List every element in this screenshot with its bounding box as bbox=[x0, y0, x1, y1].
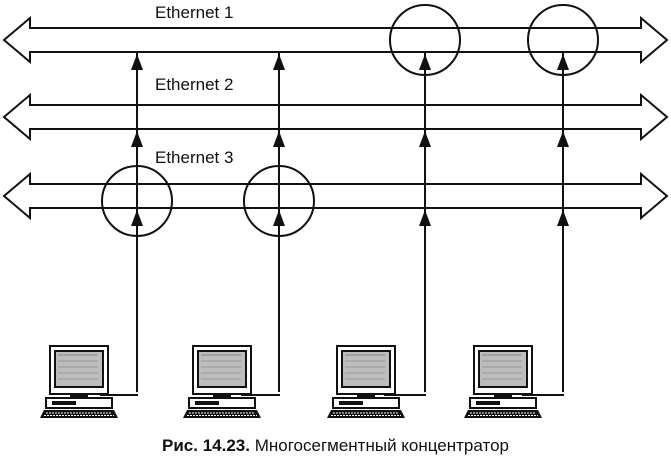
connector-lines bbox=[131, 53, 569, 392]
arrow-c2-bus1 bbox=[273, 54, 285, 70]
arrow-c2-bus3 bbox=[273, 210, 285, 226]
arrow-c3-bus3 bbox=[419, 210, 431, 226]
arrow-c2-bus2 bbox=[273, 131, 285, 147]
connection-circle-c3-ethernet-1 bbox=[389, 4, 461, 76]
arrow-c1-bus3 bbox=[131, 210, 143, 226]
segment-connection-circles bbox=[101, 4, 599, 237]
arrow-c3-bus1 bbox=[419, 54, 431, 70]
figure-number: Рис. 14.23. bbox=[162, 436, 250, 455]
connection-circle-c4-ethernet-1 bbox=[527, 4, 599, 76]
arrow-c4-bus3 bbox=[557, 210, 569, 226]
ethernet-1-bus: Ethernet 1 bbox=[2, 3, 669, 65]
arrow-c1-bus2 bbox=[131, 131, 143, 147]
ethernet-1-label: Ethernet 1 bbox=[155, 3, 233, 22]
arrow-c3-bus2 bbox=[419, 131, 431, 147]
figure-caption-text: Многосегментный концентратор bbox=[254, 436, 509, 455]
ethernet-2-label: Ethernet 2 bbox=[155, 75, 233, 94]
arrow-c4-bus1 bbox=[557, 54, 569, 70]
computer-2 bbox=[182, 345, 262, 419]
connection-circle-c1-ethernet-3 bbox=[101, 165, 173, 237]
computer-3 bbox=[326, 345, 406, 419]
figure-caption: Рис. 14.23. Многосегментный концентратор bbox=[0, 436, 671, 456]
connection-circle-c2-ethernet-3 bbox=[243, 165, 315, 237]
computer-4 bbox=[463, 345, 543, 419]
arrow-c1-bus1 bbox=[131, 54, 143, 70]
ethernet-3-bus: Ethernet 3 bbox=[2, 148, 669, 221]
arrow-c4-bus2 bbox=[557, 131, 569, 147]
ethernet-2-bus: Ethernet 2 bbox=[2, 75, 669, 142]
computer-1 bbox=[39, 345, 119, 419]
ethernet-3-label: Ethernet 3 bbox=[155, 148, 233, 167]
